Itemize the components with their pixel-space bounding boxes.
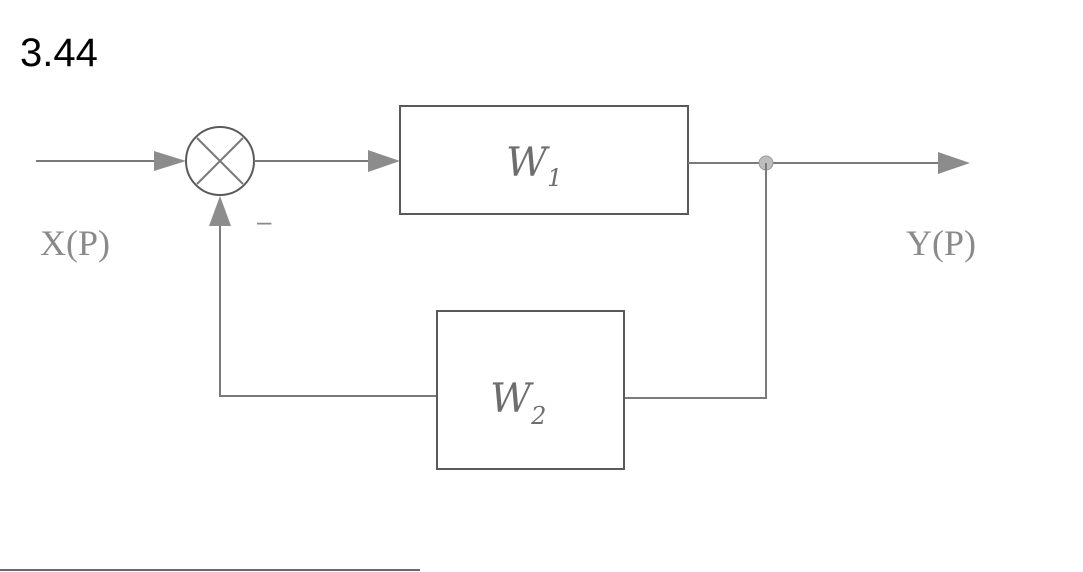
forward-block-symbol: W xyxy=(506,140,550,186)
summing-junction-cross-b xyxy=(196,137,244,185)
feedback-block-box xyxy=(436,310,625,470)
w1-input-arrowhead xyxy=(368,150,400,172)
forward-block-index: 1 xyxy=(547,164,562,192)
feedback-wire-right xyxy=(624,163,767,399)
feedback-block-w2: W2 xyxy=(436,310,625,470)
forward-block-box xyxy=(399,105,689,215)
feedback-arrowhead xyxy=(209,196,231,226)
summing-junction xyxy=(185,126,255,196)
feedback-wire-left xyxy=(219,226,437,397)
problem-number: 3.44 xyxy=(20,31,98,75)
output-signal-label: Y(P) xyxy=(906,223,976,263)
forward-block-label: W1 xyxy=(506,140,562,192)
input-signal-label: X(P) xyxy=(40,223,110,263)
feedback-block-label: W2 xyxy=(490,376,546,430)
output-arrowhead xyxy=(938,152,970,174)
input-arrowhead xyxy=(154,151,186,171)
forward-block-w1: W1 xyxy=(399,105,689,215)
feedback-block-index: 2 xyxy=(530,402,546,430)
feedback-block-symbol: W xyxy=(490,376,534,422)
feedback-sign: – xyxy=(257,206,272,236)
